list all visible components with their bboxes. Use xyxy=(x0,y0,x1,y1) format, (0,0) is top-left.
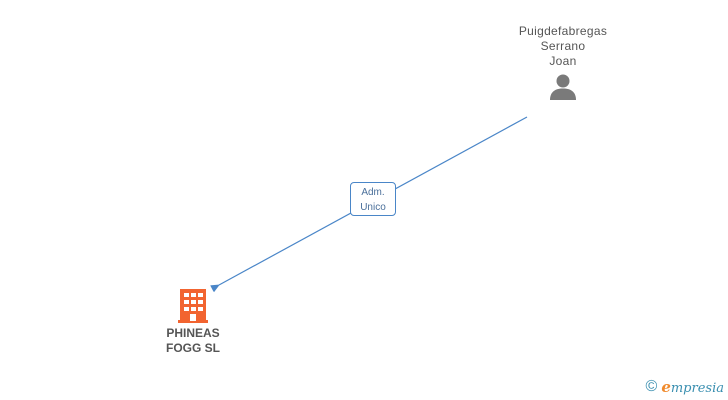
person-icon xyxy=(550,74,576,100)
person-name: Puigdefabregas Serrano Joan xyxy=(493,24,633,69)
person-name-line: Joan xyxy=(549,54,577,68)
relation-label-line: Unico xyxy=(360,202,386,213)
company-name-line: PHINEAS xyxy=(166,326,220,340)
relation-label: Adm. Unico xyxy=(350,182,396,216)
company-name: PHINEAS FOGG SL xyxy=(148,326,238,356)
empresia-watermark: © empresia xyxy=(646,378,724,396)
person-node[interactable]: Puigdefabregas Serrano Joan xyxy=(493,24,633,101)
brand-name: mpresia xyxy=(670,381,724,396)
copyright-icon: © xyxy=(645,378,658,395)
empresia-logo: empresia xyxy=(661,378,724,396)
company-node[interactable]: PHINEAS FOGG SL xyxy=(148,289,238,356)
relation-label-line: Adm. xyxy=(361,187,385,198)
person-name-line: Puigdefabregas xyxy=(518,24,608,38)
building-icon xyxy=(178,289,208,323)
brand-initial: e xyxy=(661,378,671,396)
person-name-line: Serrano xyxy=(540,39,586,53)
company-name-line: FOGG SL xyxy=(166,341,220,355)
